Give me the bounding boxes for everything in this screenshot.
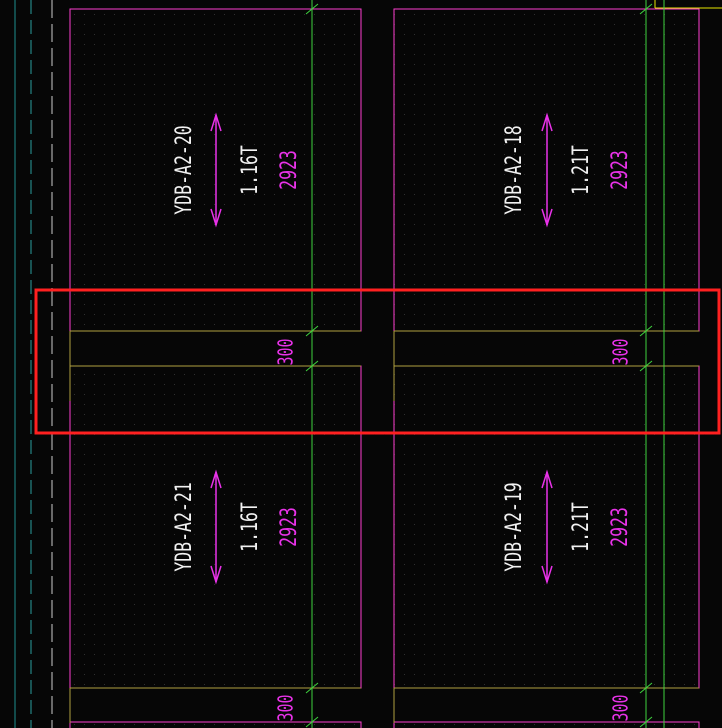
tick-mark: [639, 360, 653, 372]
tick-mark: [639, 716, 653, 728]
panel-labels: YDB-A2-20 1.16T 2923 300 YDB-A2-18 1.21T 2923 3…: [171, 112, 634, 722]
panel-length-dimension: 2923: [276, 150, 302, 190]
gap-dimension: 300: [276, 694, 299, 721]
left-axis-lines: [14, 0, 53, 728]
panel-length-dimension: 2923: [276, 507, 302, 547]
double-arrow-icon: [541, 469, 553, 585]
panel-annotation[interactable]: YDB-A2-21 1.16T 2923 300: [171, 469, 302, 722]
panel-id-label: YDB-A2-21: [171, 482, 197, 571]
tick-mark: [305, 716, 319, 728]
tick-mark: [305, 682, 319, 694]
double-arrow-icon: [541, 112, 553, 228]
gap-dimension: 300: [611, 338, 634, 365]
grid-tick-marks: [305, 3, 653, 728]
panel-length-dimension: 2923: [607, 507, 633, 547]
slab-panel[interactable]: [393, 721, 700, 728]
panel-annotation[interactable]: YDB-A2-18 1.21T 2923 300: [501, 112, 634, 366]
panel-id-label: YDB-A2-20: [171, 125, 197, 214]
tick-mark: [639, 3, 653, 15]
gap-dimension: 300: [611, 694, 634, 721]
double-arrow-icon: [210, 112, 222, 228]
tick-mark: [639, 682, 653, 694]
gap-dimension: 300: [276, 338, 299, 365]
panel-load-label: 1.16T: [237, 502, 263, 552]
panel-load-label: 1.21T: [568, 145, 594, 195]
panel-load-label: 1.16T: [237, 145, 263, 195]
green-grid-lines: [311, 0, 665, 728]
double-arrow-icon: [210, 469, 222, 585]
panel-id-label: YDB-A2-18: [501, 125, 527, 214]
panel-annotation[interactable]: YDB-A2-19 1.21T 2923 300: [501, 469, 634, 722]
yellow-reference-line: [654, 0, 722, 9]
panel-load-label: 1.21T: [568, 502, 594, 552]
panel-annotation[interactable]: YDB-A2-20 1.16T 2923 300: [171, 112, 302, 366]
highlight-box[interactable]: [34, 288, 721, 435]
tick-mark: [305, 3, 319, 15]
panel-id-label: YDB-A2-19: [501, 482, 527, 571]
tick-mark: [305, 360, 319, 372]
panel-length-dimension: 2923: [607, 150, 633, 190]
tick-mark: [639, 325, 653, 337]
slab-panel[interactable]: [69, 721, 362, 728]
tick-mark: [305, 325, 319, 337]
